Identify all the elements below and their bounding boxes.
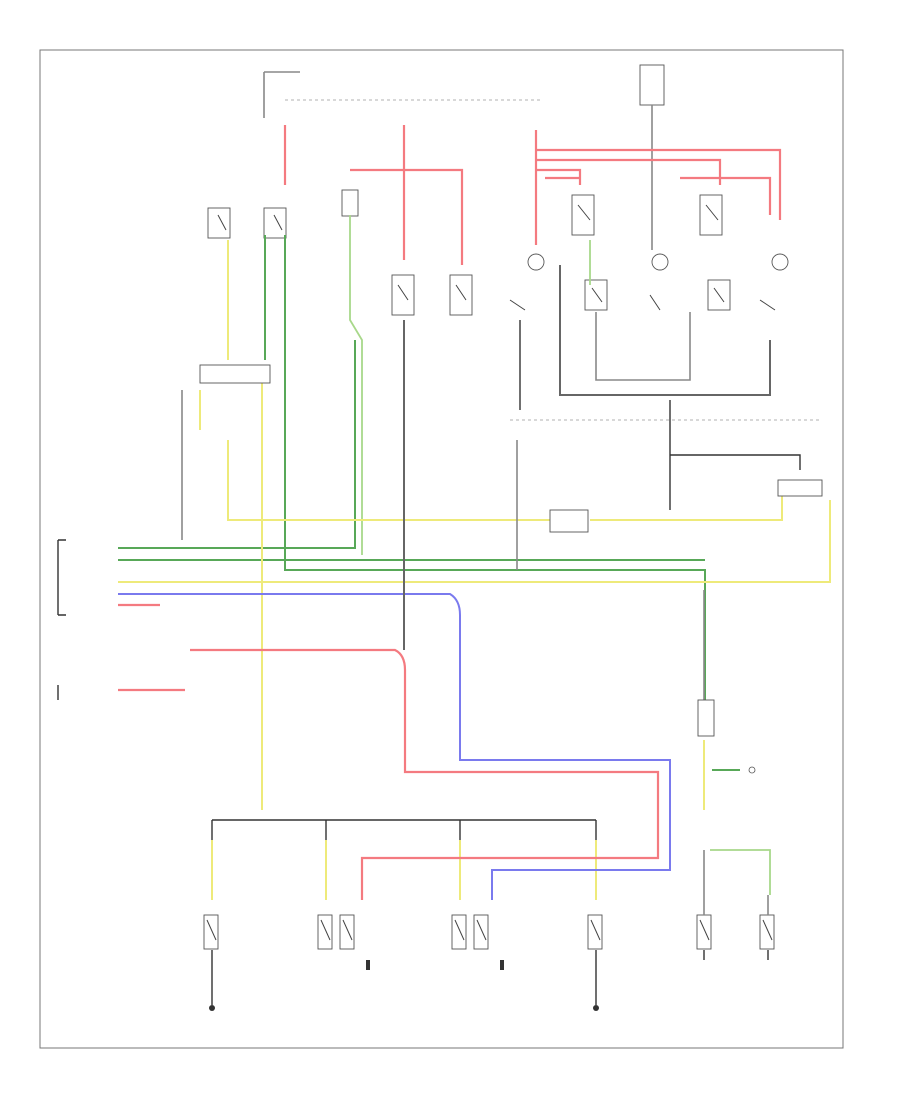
green-wires (118, 215, 771, 895)
red-lower-wires (118, 603, 660, 900)
ground-bus-upper (510, 265, 820, 510)
switch-block-left (207, 189, 359, 239)
bottom-bus (211, 819, 597, 840)
ground-1-icon (209, 1005, 215, 1011)
control-module-left (57, 539, 66, 700)
lamp-switch-array (509, 194, 789, 311)
switch-block-middle (391, 274, 473, 316)
lamp-3-icon (771, 253, 789, 271)
blue-wire (118, 593, 671, 900)
lamp-2-icon (651, 253, 669, 271)
diagram-frame (39, 49, 844, 1049)
gray-vertical-wires (181, 320, 705, 700)
junction-block-center (199, 364, 823, 533)
lamp-1-icon (527, 253, 545, 271)
fuse-box-top-right (639, 64, 665, 250)
ground-points (209, 950, 769, 1011)
ground-4-icon (500, 960, 504, 970)
fuse-box-top-left (263, 71, 540, 118)
bottom-switch-row (203, 850, 775, 950)
ground-2-icon (593, 1005, 599, 1011)
relay-right-lower (697, 699, 756, 774)
ground-3-icon (366, 960, 370, 970)
red-power-wires (283, 125, 782, 265)
